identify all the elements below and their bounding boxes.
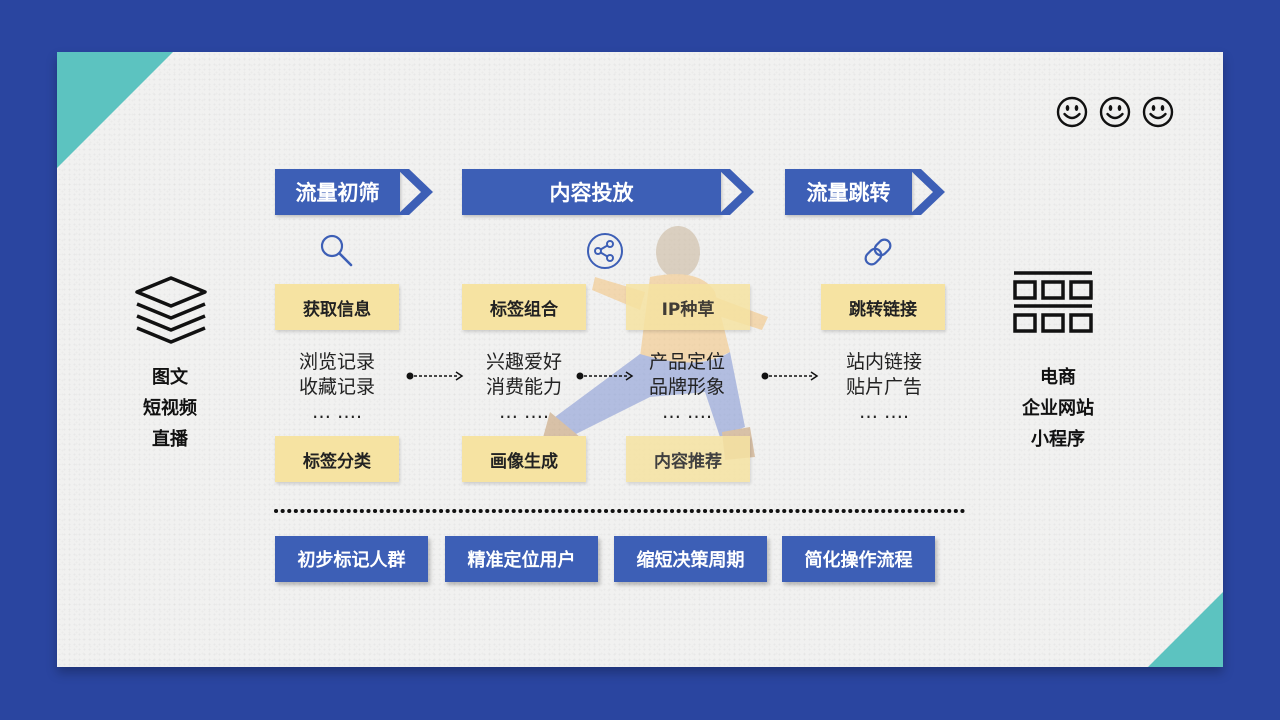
channel-label: 短视频: [143, 398, 197, 419]
dotted-arrow-connector: [761, 371, 819, 381]
grid-icon: [1013, 271, 1093, 333]
channel-label: 图文: [152, 367, 188, 388]
chevron-right-icon: [909, 169, 945, 215]
list-item: 品牌形象: [648, 376, 725, 398]
list-item: 收藏记录: [298, 376, 375, 398]
tag-bottom: 内容推荐: [626, 436, 750, 482]
corner-accent-top-left: [57, 52, 173, 168]
stage-header-2: 内容投放: [462, 169, 757, 215]
outcome-label: 初步标记人群: [275, 536, 428, 582]
list-item: 站内链接: [845, 351, 922, 373]
search-icon: [320, 234, 353, 267]
list-item: … ….: [498, 401, 550, 423]
tag-bottom: 画像生成: [462, 436, 586, 482]
tag-top: 标签组合: [462, 284, 586, 330]
source-channels: 图文 短视频 直播: [105, 362, 235, 455]
stage-label: 流量初筛: [275, 169, 400, 215]
dotted-divider: [274, 509, 966, 513]
item-list: 浏览记录 收藏记录 … ….: [262, 350, 412, 425]
dotted-arrow-connector: [406, 371, 464, 381]
share-icon: [587, 233, 623, 269]
smiley-icon: [1142, 96, 1174, 128]
list-item: 浏览记录: [298, 351, 375, 373]
channel-label: 电商: [1040, 367, 1076, 388]
channel-label: 小程序: [1031, 429, 1085, 450]
stage-label: 流量跳转: [785, 169, 912, 215]
chevron-right-icon: [397, 169, 433, 215]
link-icon: [864, 238, 892, 266]
list-item: … ….: [311, 401, 363, 423]
destination-channels: 电商 企业网站 小程序: [993, 362, 1123, 455]
outcome-label: 精准定位用户: [445, 536, 598, 582]
stage-label: 内容投放: [462, 169, 721, 215]
stage-header-3: 流量跳转: [785, 169, 950, 215]
tag-bottom: 标签分类: [275, 436, 399, 482]
channel-label: 企业网站: [1022, 398, 1094, 419]
corner-accent-bottom-right: [1148, 592, 1223, 667]
item-list: 站内链接 贴片广告 … ….: [809, 350, 959, 425]
outcome-label: 缩短决策周期: [614, 536, 767, 582]
channel-label: 直播: [152, 429, 188, 450]
chevron-right-icon: [718, 169, 754, 215]
item-list: 兴趣爱好 消费能力 … ….: [449, 350, 599, 425]
list-item: … ….: [858, 401, 910, 423]
list-item: 产品定位: [648, 351, 725, 373]
tag-top: 获取信息: [275, 284, 399, 330]
tag-top: 跳转链接: [821, 284, 945, 330]
item-list: 产品定位 品牌形象 … ….: [612, 350, 762, 425]
dotted-arrow-connector: [576, 371, 634, 381]
list-item: 消费能力: [485, 376, 562, 398]
list-item: 兴趣爱好: [485, 351, 562, 373]
smiley-icon: [1099, 96, 1131, 128]
list-item: … ….: [661, 401, 713, 423]
tag-top: IP种草: [626, 284, 750, 330]
smiley-icon: [1056, 96, 1088, 128]
layers-icon: [135, 276, 207, 344]
outcome-label: 简化操作流程: [782, 536, 935, 582]
stage-header-1: 流量初筛: [275, 169, 440, 215]
list-item: 贴片广告: [845, 376, 922, 398]
